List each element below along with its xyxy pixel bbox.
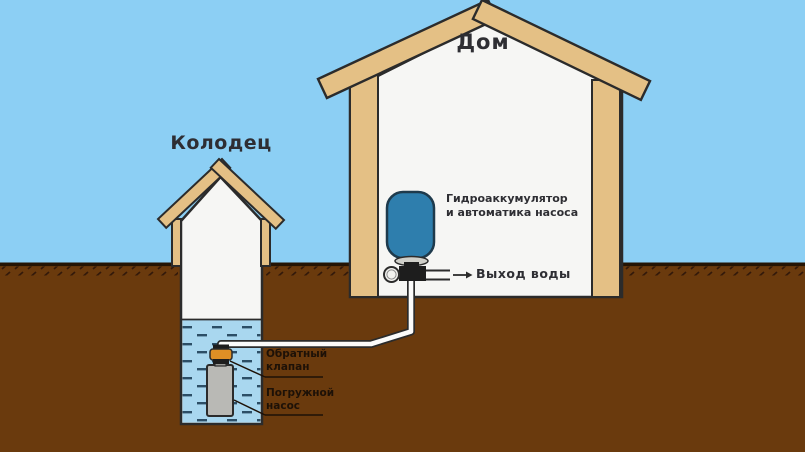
pressure-gauge-dial [386, 269, 397, 280]
well-wall-left-post [171, 218, 182, 267]
callout-lines [229, 360, 323, 416]
pump-leader [233, 399, 266, 416]
house-roof-right-beam [471, 0, 652, 102]
tank-stem [404, 262, 419, 268]
submersible-pump [206, 359, 234, 417]
submersible-pump-label: Погружной насос [266, 387, 334, 413]
submersible-pump-label-line2: насос [266, 400, 301, 412]
check-valve-label-line1: Обратный [266, 348, 328, 360]
submersible-pump-label-line1: Погружной [266, 387, 335, 399]
water-outlet-label: Выход воды [476, 266, 571, 281]
house-wall-right-post [591, 79, 621, 298]
ground-surface [0, 262, 805, 276]
pressure-gauge-icon [383, 266, 400, 283]
pipe-fitting-block [399, 266, 426, 281]
well-label: Колодец [170, 132, 272, 154]
check-valve-label-line2: клапан [266, 361, 310, 373]
pressure-tank-assembly [383, 190, 473, 283]
accumulator-label-line2: и автоматика насоса [446, 205, 579, 219]
well-wall-right-post [260, 218, 271, 267]
well-roof-left-beam [156, 157, 232, 230]
check-valve-label: Обратный клапан [266, 348, 327, 374]
check-valve [209, 344, 233, 364]
house-wall-left-post [349, 73, 379, 298]
accumulator-label-line1: Гидроаккумулятор [446, 192, 568, 205]
hydro-accumulator-tank [385, 190, 436, 260]
well-roof-right-beam [209, 157, 286, 231]
accumulator-label: Гидроаккумулятор и автоматика насоса [446, 192, 578, 219]
check-valve-leader [229, 360, 266, 378]
arrow-right-head [466, 271, 473, 279]
house-label: Дом [456, 30, 510, 54]
